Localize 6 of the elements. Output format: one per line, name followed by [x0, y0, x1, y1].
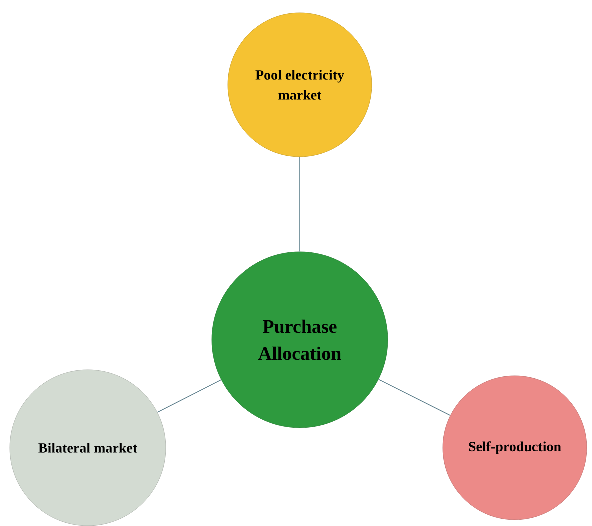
connector-line [157, 380, 222, 413]
connector-line [378, 379, 451, 416]
circle-node: Purchase Allocation [212, 252, 388, 428]
circle-node: Bilateral market [10, 370, 166, 526]
circle-node: Pool electricity market [228, 12, 372, 158]
circle-node: Self-production [442, 376, 588, 520]
